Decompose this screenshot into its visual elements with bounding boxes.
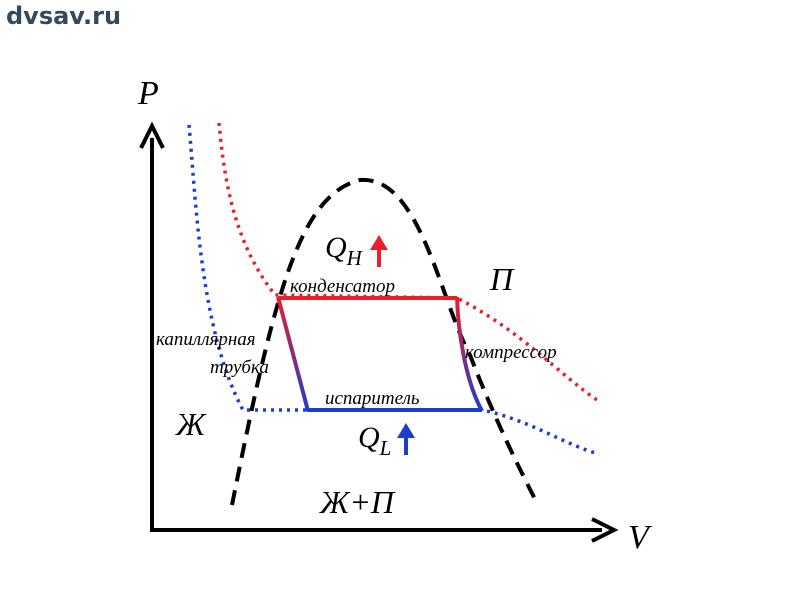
saturation-dome: [230, 177, 540, 506]
heat-in-label: QL: [358, 421, 415, 460]
q-low-symbol: Q: [358, 421, 380, 454]
x-axis-label: V: [628, 519, 653, 556]
y-axis-arrowhead: [139, 121, 165, 149]
y-axis-label: P: [137, 75, 159, 112]
svg-text:QL: QL: [358, 421, 391, 460]
heat-out-label: QH: [325, 231, 388, 270]
low-isotherm-dotted: [187, 124, 600, 456]
up-arrow-icon: [370, 235, 388, 267]
evaporator-label: испаритель: [325, 388, 420, 409]
site-watermark: dvsav.ru: [6, 2, 122, 30]
capillary-label-line1: капиллярная: [156, 329, 256, 350]
up-arrow-icon: [397, 423, 415, 455]
x-axis-arrowhead: [591, 517, 619, 543]
refrigeration-cycle: [276, 296, 484, 412]
axes: [139, 121, 619, 543]
compressor-label: компрессор: [465, 342, 557, 363]
q-high-subscript: H: [346, 246, 364, 270]
liquid-region-label: Ж: [175, 406, 207, 442]
capillary-label-line2: трубка: [210, 357, 269, 378]
mixture-region-label: Ж+П: [319, 484, 396, 520]
condenser-label: конденсатор: [290, 276, 395, 297]
q-low-subscript: L: [379, 436, 392, 460]
vapor-region-label: П: [489, 261, 515, 297]
capillary-tube-line: [276, 296, 310, 412]
compressor-line: [455, 296, 484, 412]
q-high-symbol: Q: [325, 231, 347, 264]
svg-text:QH: QH: [325, 231, 364, 270]
